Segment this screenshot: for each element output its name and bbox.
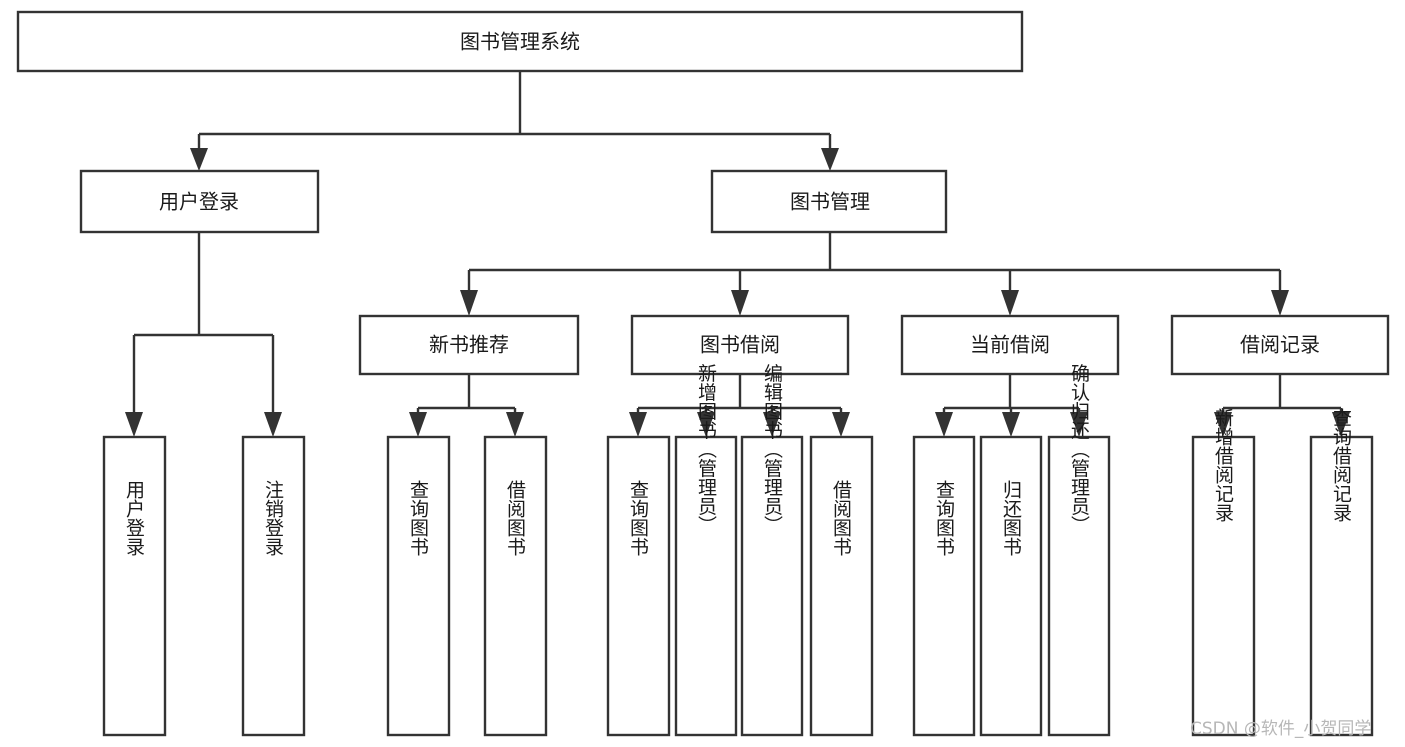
arrow-bookborrow-leaf-3 xyxy=(763,412,781,437)
arrow-bookborrow-leaf-1 xyxy=(629,412,647,437)
node-leaf-confirm-return-admin-label: 确认归还（管理员） xyxy=(1068,363,1090,534)
node-book-borrow[interactable]: 图书借阅 xyxy=(630,314,850,376)
node-leaf-query-borrow-record-box[interactable] xyxy=(1309,435,1374,737)
arrow-newbook-leaf-2 xyxy=(506,412,524,437)
node-leaf-return-book-label: 归还图书 xyxy=(1000,480,1022,556)
node-leaf-edit-book-admin-box[interactable] xyxy=(740,435,804,737)
arrow-root-to-book-manage xyxy=(821,148,839,171)
node-leaf-confirm-return-admin[interactable]: 确认归还（管理员） xyxy=(1047,363,1111,737)
node-leaf-query-book-1[interactable]: 查询图书 xyxy=(386,435,451,737)
node-leaf-return-book[interactable]: 归还图书 xyxy=(979,435,1043,737)
arrow-borrowrecord-leaf-2 xyxy=(1332,412,1350,437)
node-leaf-query-borrow-record-label: 查询借阅记录 xyxy=(1330,408,1352,522)
node-leaf-confirm-return-admin-box[interactable] xyxy=(1047,435,1111,737)
node-leaf-user-login-label: 用户登录 xyxy=(123,480,145,556)
node-leaf-borrow-book-2-box[interactable] xyxy=(809,435,874,737)
node-leaf-borrow-book-1-box[interactable] xyxy=(483,435,548,737)
node-leaf-add-book-admin-label: 新增图书（管理员） xyxy=(695,363,717,534)
node-leaf-add-borrow-record-box[interactable] xyxy=(1191,435,1256,737)
node-book-manage-label: 图书管理 xyxy=(790,190,870,214)
arrow-newbook-leaf-1 xyxy=(409,412,427,437)
node-leaf-add-book-admin-box[interactable] xyxy=(674,435,738,737)
node-current-borrow-label: 当前借阅 xyxy=(970,333,1050,357)
node-new-book-recommend-label: 新书推荐 xyxy=(429,333,509,357)
node-leaf-borrow-book-1-label: 借阅图书 xyxy=(504,480,526,556)
node-root[interactable]: 图书管理系统 xyxy=(16,10,1024,73)
node-book-borrow-label: 图书借阅 xyxy=(700,333,780,357)
connector-layer xyxy=(125,71,1350,437)
node-leaf-add-borrow-record-label: 新增借阅记录 xyxy=(1212,408,1234,522)
node-user-login-label: 用户登录 xyxy=(159,190,239,214)
node-leaf-query-book-3-box[interactable] xyxy=(912,435,976,737)
arrow-borrowrecord-leaf-1 xyxy=(1214,412,1232,437)
node-current-borrow[interactable]: 当前借阅 xyxy=(900,314,1120,376)
node-leaf-query-book-3-label: 查询图书 xyxy=(933,480,955,556)
arrow-bookmanage-to-current-borrow xyxy=(1001,290,1019,316)
node-leaf-query-book-2-box[interactable] xyxy=(606,435,671,737)
node-user-login[interactable]: 用户登录 xyxy=(79,169,320,234)
node-root-label: 图书管理系统 xyxy=(460,30,580,54)
node-leaf-query-book-2-label: 查询图书 xyxy=(627,480,649,556)
node-new-book-recommend-box[interactable] xyxy=(358,314,580,376)
node-leaf-query-book-1-box[interactable] xyxy=(386,435,451,737)
arrow-currentborrow-leaf-1 xyxy=(935,412,953,437)
node-leaf-user-login-box[interactable] xyxy=(102,435,167,737)
node-current-borrow-box[interactable] xyxy=(900,314,1120,376)
arrow-bookborrow-leaf-2 xyxy=(697,412,715,437)
node-book-manage[interactable]: 图书管理 xyxy=(710,169,948,234)
node-book-manage-box[interactable] xyxy=(710,169,948,234)
node-new-book-recommend[interactable]: 新书推荐 xyxy=(358,314,580,376)
node-leaf-query-book-3[interactable]: 查询图书 xyxy=(912,435,976,737)
arrow-bookmanage-to-new-book xyxy=(460,290,478,316)
node-leaf-return-book-box[interactable] xyxy=(979,435,1043,737)
node-leaf-user-login[interactable]: 用户登录 xyxy=(102,435,167,737)
node-leaf-logout-login[interactable]: 注销登录 xyxy=(241,435,306,737)
node-leaf-query-book-1-label: 查询图书 xyxy=(407,480,429,556)
arrow-root-to-user-login xyxy=(190,148,208,171)
node-leaf-edit-book-admin-label: 编辑图书（管理员） xyxy=(761,363,783,534)
arrow-bookmanage-to-borrow-record xyxy=(1271,290,1289,316)
node-leaf-borrow-book-2-label: 借阅图书 xyxy=(830,480,852,556)
node-root-box[interactable] xyxy=(16,10,1024,73)
node-borrow-record[interactable]: 借阅记录 xyxy=(1170,314,1390,376)
node-leaf-add-borrow-record[interactable]: 新增借阅记录 xyxy=(1191,408,1256,737)
node-leaf-query-borrow-record[interactable]: 查询借阅记录 xyxy=(1309,408,1374,737)
node-leaf-borrow-book-1[interactable]: 借阅图书 xyxy=(483,435,548,737)
arrow-userlogin-leaf-1 xyxy=(125,412,143,437)
node-book-borrow-box[interactable] xyxy=(630,314,850,376)
node-leaf-logout-login-box[interactable] xyxy=(241,435,306,737)
arrow-currentborrow-leaf-3 xyxy=(1070,412,1088,437)
arrow-bookborrow-leaf-4 xyxy=(832,412,850,437)
node-borrow-record-box[interactable] xyxy=(1170,314,1390,376)
arrow-userlogin-leaf-2 xyxy=(264,412,282,437)
arrow-bookmanage-to-book-borrow xyxy=(731,290,749,316)
arrow-currentborrow-leaf-2 xyxy=(1002,412,1020,437)
node-leaf-query-book-2[interactable]: 查询图书 xyxy=(606,435,671,737)
node-leaf-edit-book-admin[interactable]: 编辑图书（管理员） xyxy=(740,363,804,737)
node-leaf-add-book-admin[interactable]: 新增图书（管理员） xyxy=(674,363,738,737)
node-leaf-logout-login-label: 注销登录 xyxy=(262,480,284,556)
node-leaf-borrow-book-2[interactable]: 借阅图书 xyxy=(809,435,874,737)
node-borrow-record-label: 借阅记录 xyxy=(1240,333,1320,357)
node-user-login-box[interactable] xyxy=(79,169,320,234)
